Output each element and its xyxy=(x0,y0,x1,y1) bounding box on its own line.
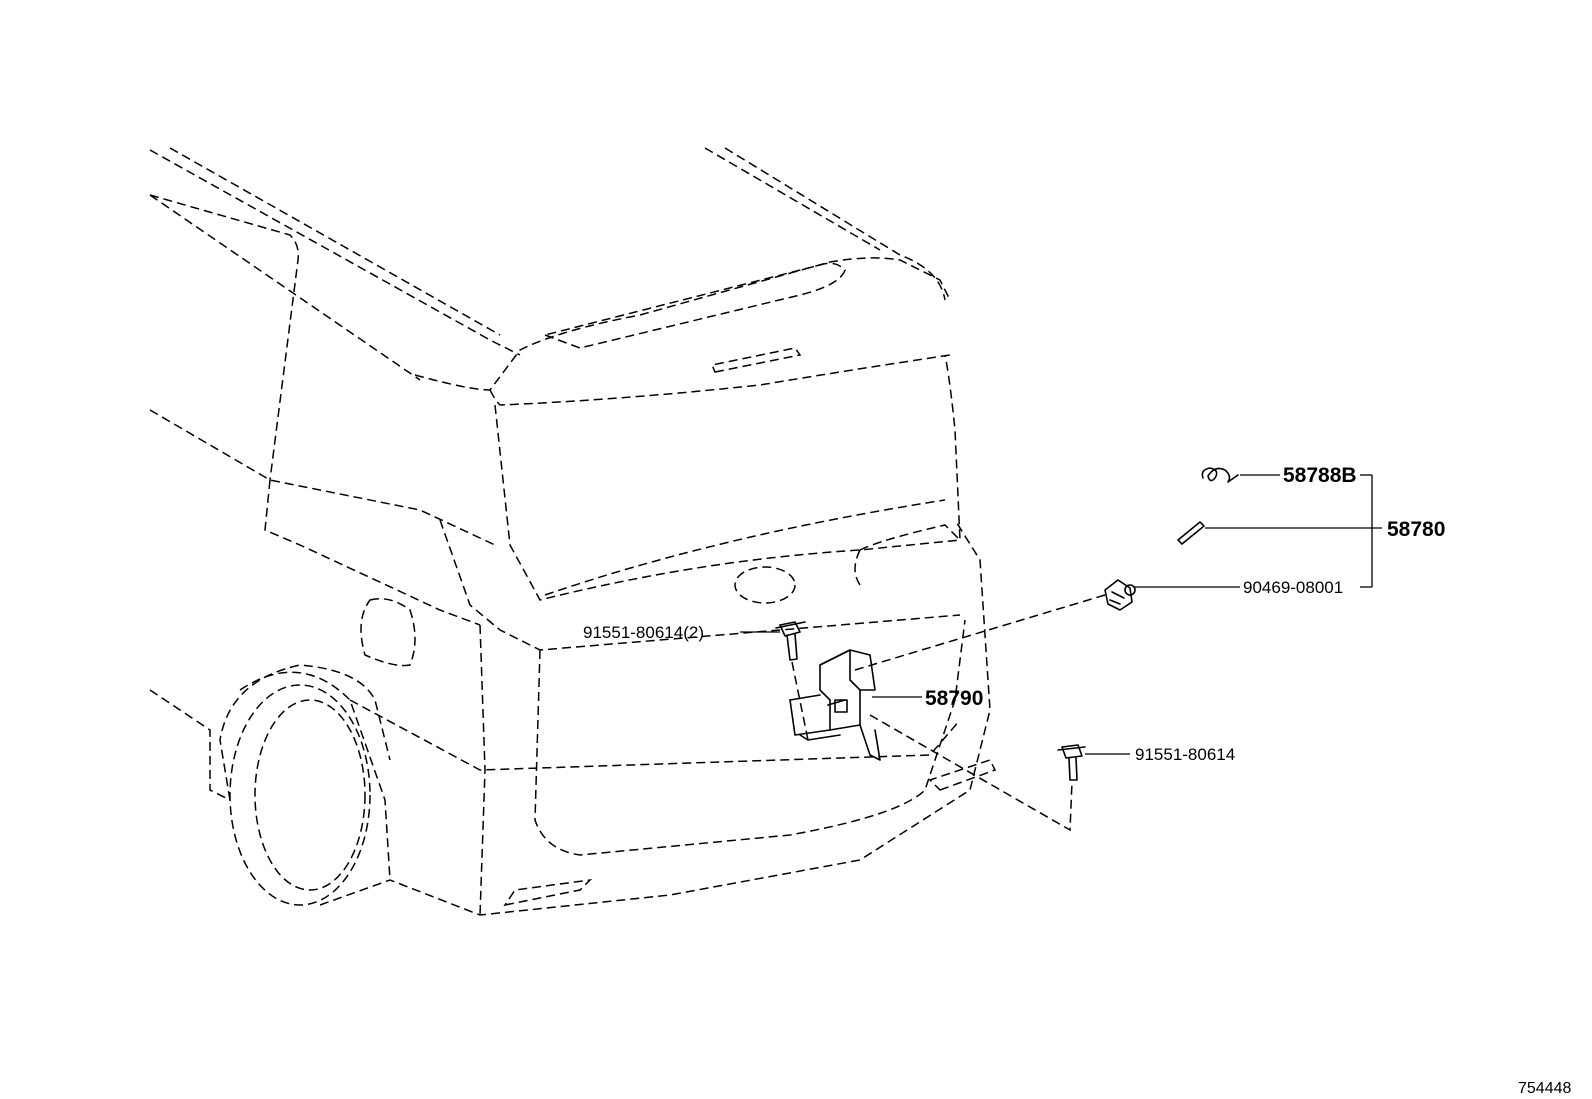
spring-icon xyxy=(1201,467,1239,483)
reference-number: 754448 xyxy=(1518,1080,1571,1097)
bolt-lower-icon xyxy=(1057,744,1086,781)
label-91551-80614-2: 91551-80614(2) xyxy=(583,623,704,642)
leader-lines xyxy=(740,474,1382,755)
connection-lines xyxy=(791,594,1106,832)
label-90469-08001: 90469-08001 xyxy=(1243,578,1343,597)
label-91551-80614: 91551-80614 xyxy=(1135,745,1235,764)
rod-icon xyxy=(1177,521,1205,545)
label-58780: 58780 xyxy=(1387,518,1445,541)
vehicle-outline xyxy=(149,147,997,916)
label-58788b: 58788B xyxy=(1283,464,1357,487)
cable-clip-icon xyxy=(1104,579,1136,611)
bolt-upper-icon xyxy=(775,621,806,661)
latch-assembly-icon xyxy=(789,649,881,761)
label-58790: 58790 xyxy=(925,687,983,710)
